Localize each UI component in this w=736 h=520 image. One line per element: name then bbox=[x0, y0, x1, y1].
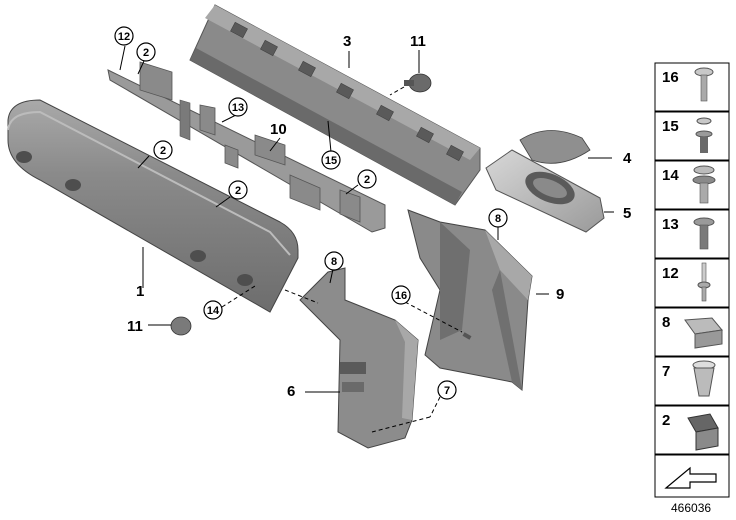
callout-6: 6 bbox=[287, 383, 295, 400]
direction-arrow-icon bbox=[664, 466, 717, 489]
part-9-side-trim bbox=[407, 209, 533, 391]
clip-2-icon bbox=[687, 413, 719, 451]
callout-13: 13 bbox=[228, 97, 248, 117]
part-11-cap-top bbox=[404, 73, 432, 93]
pin-16-installed bbox=[462, 332, 472, 340]
legend-label-14: 14 bbox=[662, 167, 679, 184]
svg-text:2: 2 bbox=[160, 145, 166, 157]
clip-8-icon bbox=[684, 317, 723, 349]
svg-text:2: 2 bbox=[235, 185, 241, 197]
part-4-cover bbox=[519, 130, 591, 164]
callout-5: 5 bbox=[623, 205, 631, 222]
legend-label-15: 15 bbox=[662, 118, 679, 135]
callout-2-d: 2 bbox=[357, 169, 377, 189]
part-11-cap-bottom bbox=[170, 316, 192, 336]
callout-7: 7 bbox=[437, 380, 457, 400]
part-10-bracket bbox=[107, 61, 386, 233]
screw-16-icon bbox=[694, 67, 714, 102]
part-5-bezel bbox=[485, 149, 605, 233]
svg-text:12: 12 bbox=[118, 31, 130, 43]
svg-text:8: 8 bbox=[331, 256, 337, 268]
svg-text:7: 7 bbox=[444, 385, 450, 397]
callout-11-bottom: 11 bbox=[127, 318, 143, 335]
legend-label-2: 2 bbox=[662, 412, 670, 429]
document-number: 466036 bbox=[671, 501, 711, 515]
callout-8-a: 8 bbox=[488, 208, 508, 228]
callout-12: 12 bbox=[114, 26, 134, 46]
part-1-main-panel bbox=[7, 99, 299, 313]
legend-label-12: 12 bbox=[662, 265, 679, 282]
svg-text:14: 14 bbox=[207, 305, 220, 317]
callout-2-c: 2 bbox=[136, 42, 156, 62]
legend-label-7: 7 bbox=[662, 363, 670, 380]
rivet-12-icon bbox=[697, 262, 711, 302]
svg-text:15: 15 bbox=[325, 155, 337, 167]
callout-10: 10 bbox=[270, 121, 287, 138]
callout-4: 4 bbox=[623, 150, 632, 167]
svg-text:16: 16 bbox=[395, 290, 407, 302]
screw-14-icon bbox=[692, 165, 716, 204]
callout-15: 15 bbox=[321, 150, 341, 170]
svg-text:8: 8 bbox=[495, 213, 501, 225]
callout-2-a: 2 bbox=[153, 140, 173, 160]
callout-3: 3 bbox=[343, 33, 351, 50]
callout-11-top: 11 bbox=[410, 33, 426, 50]
callout-2-b: 2 bbox=[228, 180, 248, 200]
fastener-legend: 16 15 14 13 12 bbox=[654, 62, 730, 498]
clip-15-icon bbox=[695, 117, 713, 153]
callout-9: 9 bbox=[556, 286, 564, 303]
clip-13-icon bbox=[693, 217, 715, 250]
callout-1: 1 bbox=[136, 283, 144, 300]
legend-label-8: 8 bbox=[662, 314, 670, 331]
leader-lines bbox=[119, 45, 614, 433]
callout-8-b: 8 bbox=[324, 251, 344, 271]
legend-label-16: 16 bbox=[662, 69, 679, 86]
svg-text:2: 2 bbox=[364, 174, 370, 186]
svg-text:13: 13 bbox=[232, 102, 244, 114]
callout-labels: 1 3 4 5 6 9 10 11 11 bbox=[127, 33, 632, 400]
clip-7-icon bbox=[692, 360, 716, 397]
part-6-pillar-trim bbox=[299, 267, 419, 449]
legend-label-13: 13 bbox=[662, 216, 679, 233]
callout-16: 16 bbox=[391, 285, 411, 305]
circled-callouts: 2 2 2 2 7 8 8 12 13 14 15 16 bbox=[114, 26, 508, 400]
callout-14: 14 bbox=[203, 300, 223, 320]
svg-text:2: 2 bbox=[143, 47, 149, 59]
part-3-upper-trim bbox=[189, 4, 481, 206]
